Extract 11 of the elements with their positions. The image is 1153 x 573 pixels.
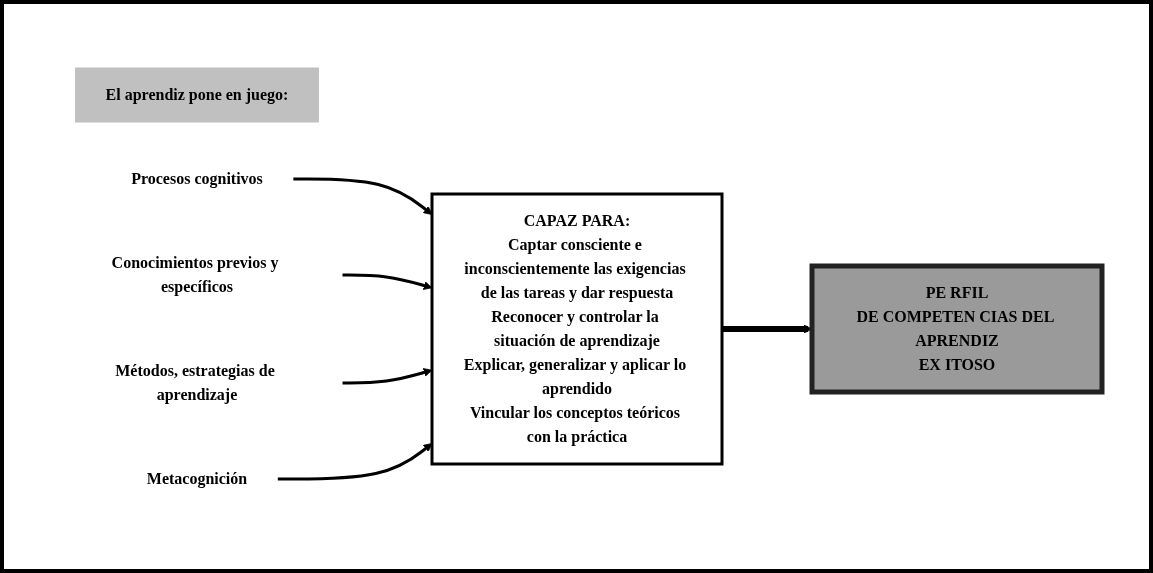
- arrow: [276, 442, 432, 480]
- node-text: Metacognición: [146, 469, 247, 487]
- arrow: [341, 273, 432, 290]
- node-text: Procesos cognitivos: [130, 169, 263, 187]
- arrow: [292, 177, 432, 215]
- node-box: PE RFIL DE COMPETEN CIAS DEL APRENDIZ EX ITOSO: [809, 263, 1104, 394]
- node-text: Métodos, estrategias de aprendizaje: [114, 361, 275, 403]
- arrow: [341, 367, 432, 384]
- node-box: El aprendiz pone en juego:: [74, 67, 319, 122]
- node-box: CAPAZ PARA: Captar consciente e inconscientemente las exigencias de las tareas y dar respuesta Reconocer y controlar la situación de aprendizaje Explicar, generalizar y aplicar lo aprendido Vincular los conceptos teóricos con la práctica: [430, 192, 723, 465]
- node-text: Conocimientos previos y específicos: [111, 253, 278, 295]
